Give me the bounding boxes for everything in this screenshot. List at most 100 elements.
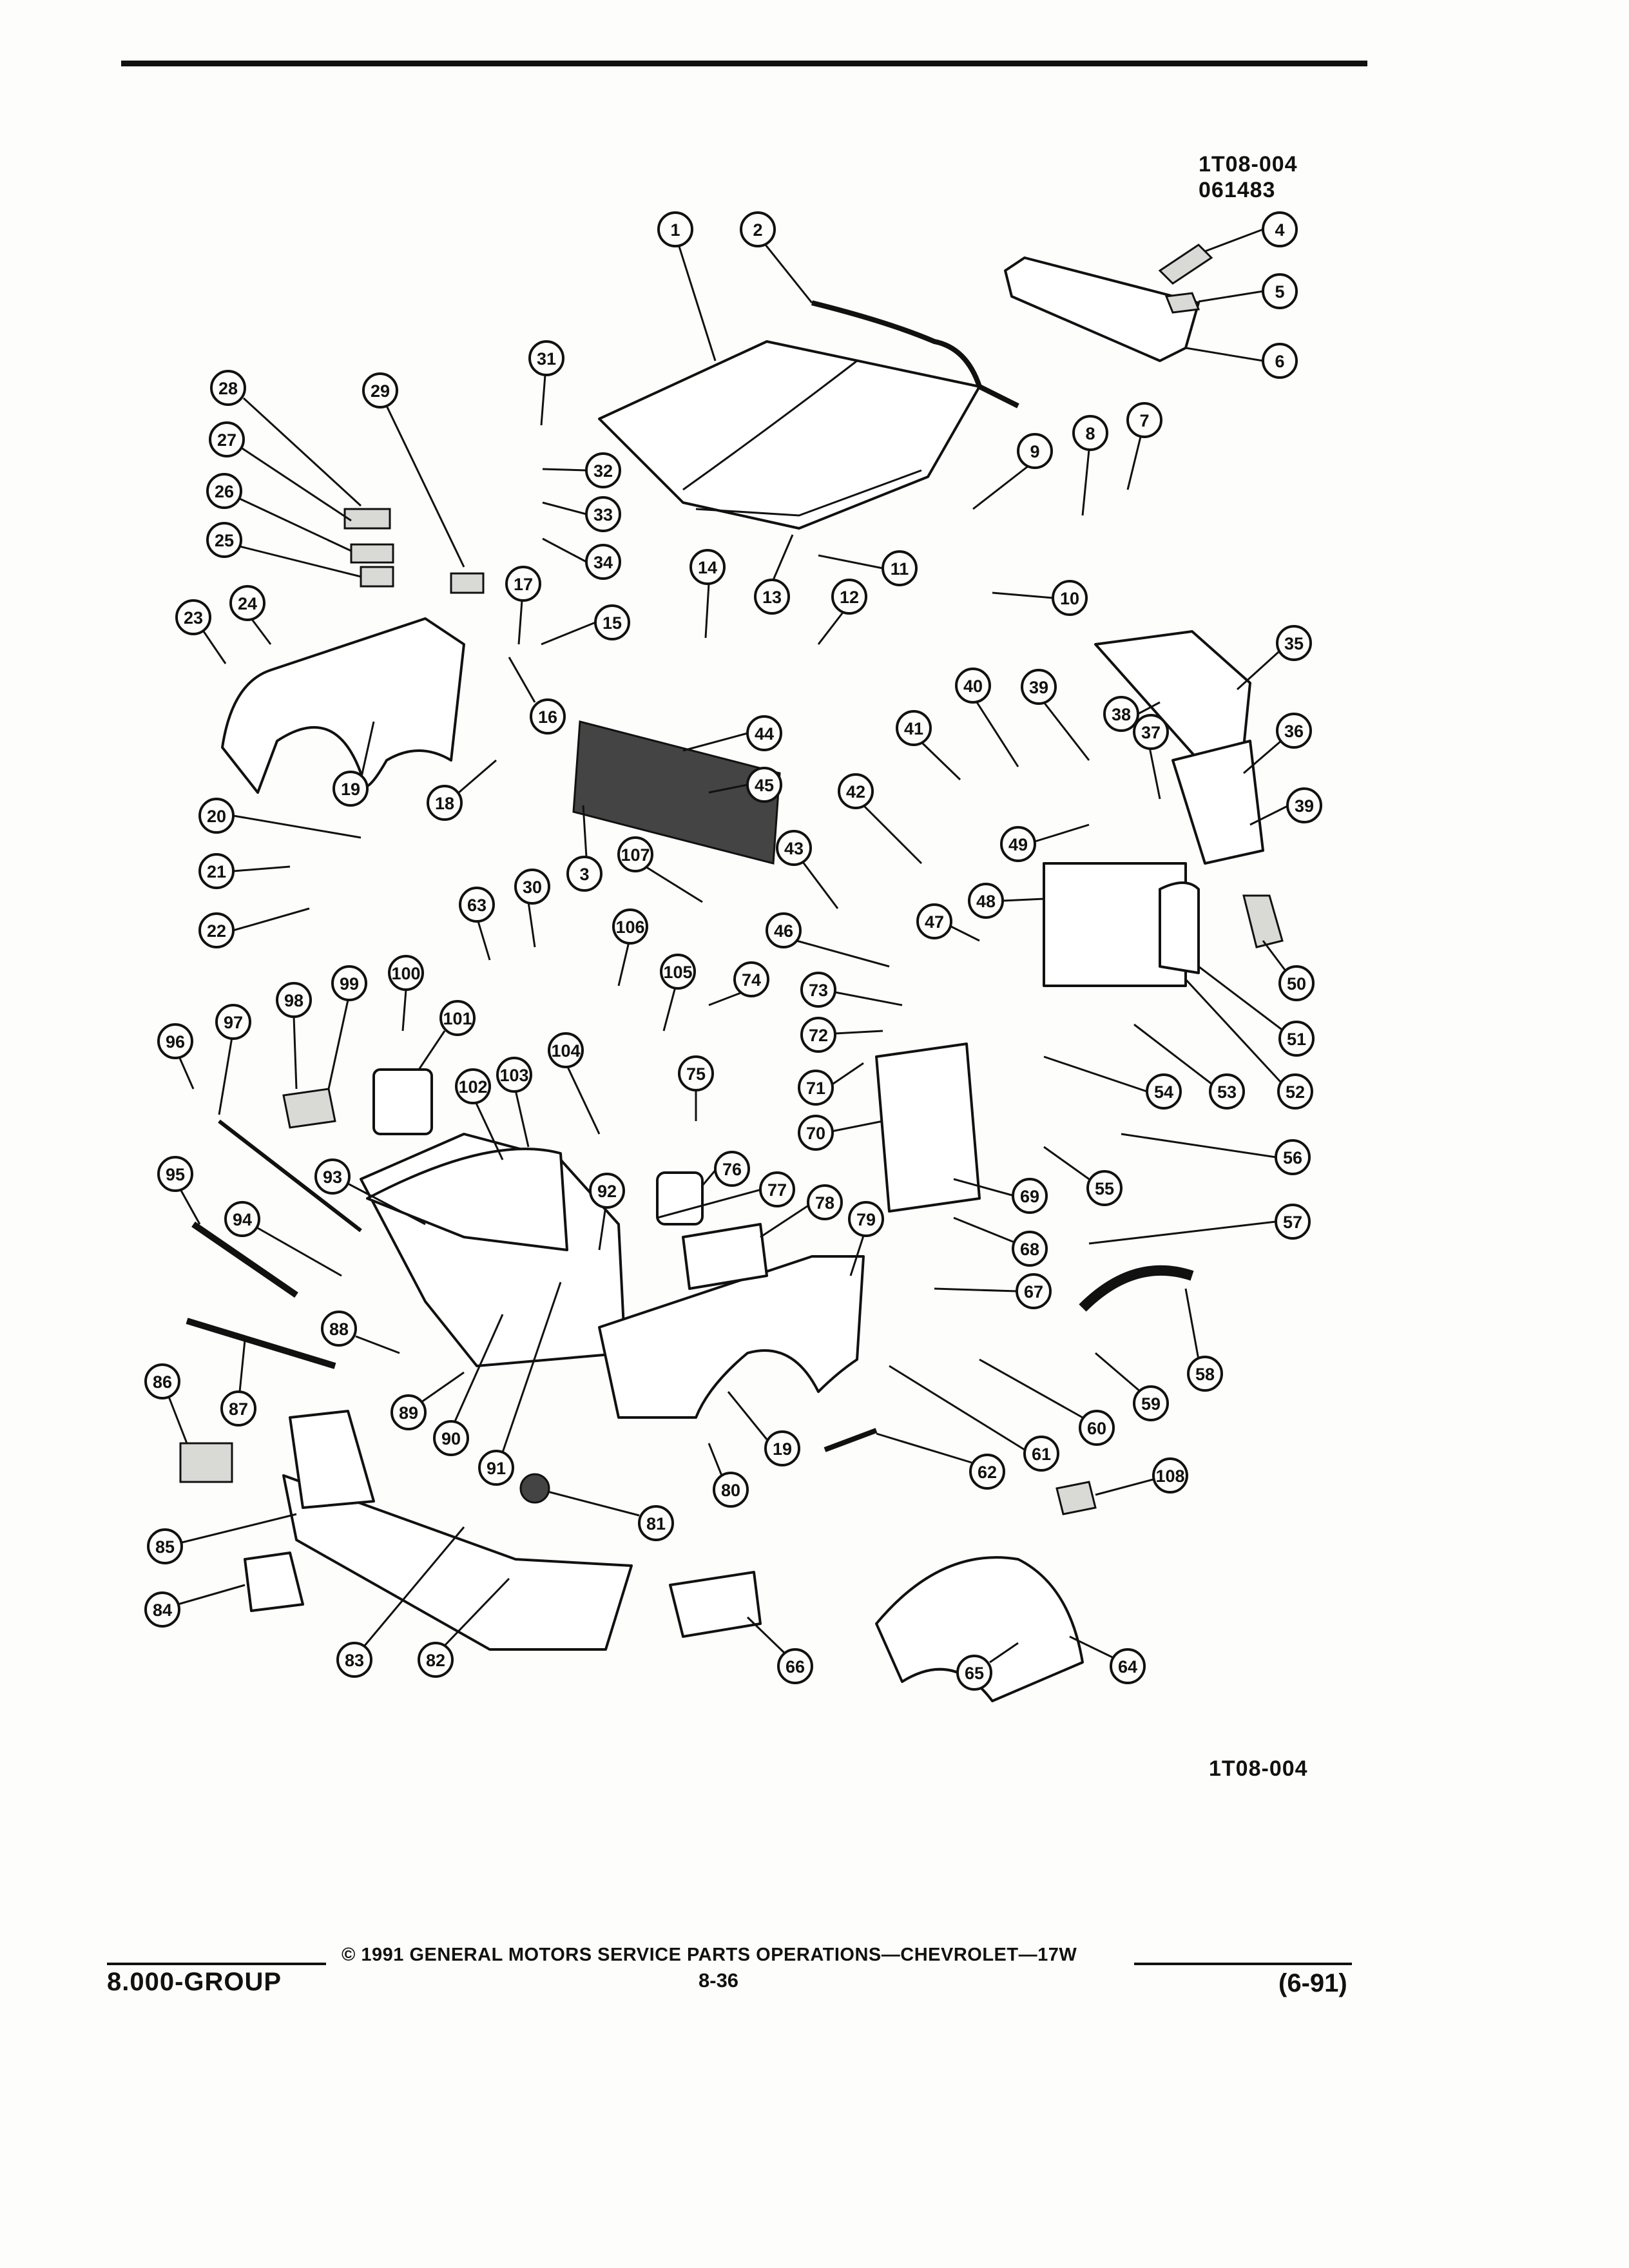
callout-60: 60 [979,1358,1115,1446]
part-fender-right [598,1255,865,1419]
callout-86: 86 [144,1363,188,1444]
part-hood [598,340,981,530]
part-29 [450,572,485,594]
svg-text:21: 21 [207,862,226,881]
svg-text:104: 104 [551,1041,580,1061]
callout-54: 54 [1043,1055,1182,1110]
callout-66: 66 [746,1616,813,1684]
svg-text:108: 108 [1155,1466,1184,1486]
svg-text:87: 87 [229,1399,248,1419]
svg-text:95: 95 [166,1165,185,1184]
svg-text:57: 57 [1283,1213,1302,1232]
svg-text:19: 19 [341,780,360,799]
part-fan-shroud [1159,881,1200,974]
svg-text:39: 39 [1295,796,1314,816]
callout-104: 104 [548,1032,601,1135]
svg-text:8: 8 [1085,424,1095,443]
callout-96: 96 [157,1023,195,1090]
callout-102: 102 [455,1068,504,1160]
callout-58: 58 [1184,1288,1223,1392]
svg-text:102: 102 [458,1077,487,1097]
svg-text:30: 30 [523,878,542,897]
part-84 [244,1552,304,1612]
callout-19a: 19 [333,721,375,807]
callout-13: 13 [754,534,794,615]
callout-68: 68 [953,1216,1048,1267]
part-grille [572,720,781,865]
callout-27: 27 [209,421,352,522]
date-code: 061483 [1199,178,1276,202]
svg-text:69: 69 [1020,1187,1039,1206]
callout-74: 74 [708,961,769,1006]
part-radiator-support [1043,862,1187,987]
svg-text:99: 99 [340,974,359,994]
svg-text:22: 22 [207,921,226,941]
callout-92: 92 [589,1173,625,1251]
svg-text:94: 94 [233,1210,252,1229]
part-hood-seal [811,300,1019,408]
callout-46: 46 [766,912,890,968]
callout-101: 101 [418,1000,476,1070]
svg-text:76: 76 [722,1160,742,1179]
svg-text:55: 55 [1095,1179,1114,1198]
callout-44: 44 [682,715,782,752]
part-illustrations [179,244,1284,1702]
callout-71: 71 [798,1062,864,1106]
callout-40: 40 [955,668,1019,767]
callout-19b: 19 [727,1391,800,1466]
part-latch-5 [1164,292,1200,314]
svg-text:11: 11 [891,559,909,579]
svg-text:27: 27 [217,430,236,450]
svg-text:92: 92 [597,1182,617,1201]
callout-10: 10 [992,580,1088,616]
callout-41: 41 [896,710,961,781]
svg-text:68: 68 [1020,1240,1039,1259]
footer-date: (6-91) [1278,1969,1347,1997]
figure-ref: 1T08-004 [1199,152,1298,177]
callout-91: 91 [478,1282,562,1486]
svg-text:54: 54 [1154,1082,1173,1102]
part-66 [669,1571,762,1638]
callout-67: 67 [934,1273,1052,1309]
svg-text:90: 90 [441,1429,461,1448]
footer-rule-right [1134,1963,1352,1965]
part-wheelhouse-64 [875,1556,1084,1702]
part-bumper-filler [289,1410,375,1509]
part-50 [1242,894,1284,948]
svg-text:9: 9 [1030,442,1039,461]
svg-text:41: 41 [904,719,923,738]
callout-88: 88 [321,1311,400,1354]
svg-text:37: 37 [1141,723,1161,742]
callout-84: 84 [144,1584,246,1628]
svg-text:16: 16 [538,707,557,727]
svg-text:46: 46 [774,921,793,941]
callout-61: 61 [889,1365,1059,1472]
svg-text:36: 36 [1284,722,1304,741]
callout-85: 85 [147,1513,297,1564]
part-wheelhouse-35 [1094,630,1251,762]
callout-90: 90 [433,1314,504,1456]
callout-balloons: 1 2 3 4 5 6 7 8 9 10 11 12 13 14 15 16 1… [144,211,1322,1691]
svg-text:73: 73 [809,981,828,1000]
part-76 [656,1171,704,1225]
callout-32: 32 [542,452,621,488]
footer-rule-left [107,1963,326,1965]
callout-69: 69 [953,1178,1048,1214]
callout-98: 98 [276,982,312,1090]
callout-34: 34 [542,537,621,580]
svg-text:70: 70 [806,1124,825,1143]
part-87 [186,1318,336,1369]
svg-text:58: 58 [1195,1365,1215,1384]
callout-20: 20 [198,798,361,839]
svg-text:35: 35 [1284,634,1304,653]
svg-text:63: 63 [467,896,487,915]
callout-23: 23 [175,599,227,664]
svg-text:45: 45 [755,776,774,795]
svg-text:15: 15 [602,613,622,633]
callout-3: 3 [566,805,602,892]
svg-text:50: 50 [1287,974,1306,994]
svg-text:44: 44 [755,724,774,744]
callout-97: 97 [215,1004,251,1115]
callout-12: 12 [817,579,867,645]
svg-text:4: 4 [1275,220,1284,240]
